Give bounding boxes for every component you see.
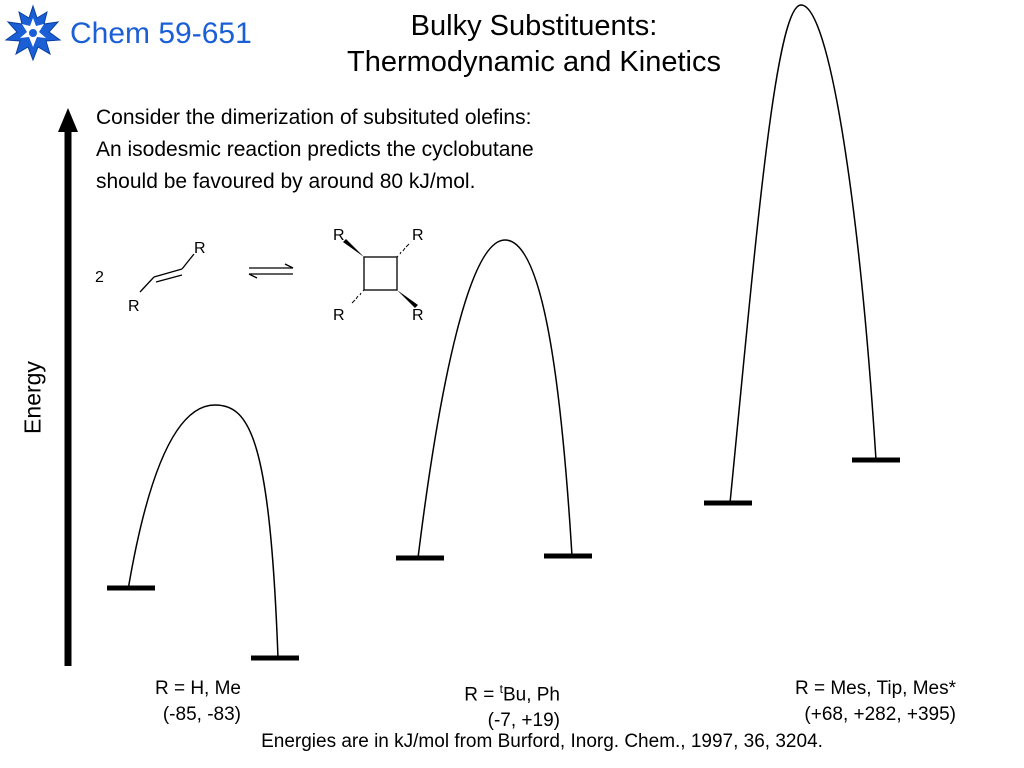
footer-note: Energies are in kJ/mol from Burford, Ino… — [261, 731, 823, 752]
transition-curve — [417, 239, 573, 559]
caption-substituents: R = tBu, Ph — [464, 682, 560, 706]
equilibrium-arrows — [248, 263, 294, 279]
caption-tbu-ph: R = tBu, Ph (-7, +19) — [464, 676, 560, 734]
cyclobutane-r-top-right: R — [412, 227, 424, 244]
profile-h-me — [107, 404, 299, 661]
title-line-1: Bulky Substituents: — [410, 10, 658, 42]
profile-tbu-ph — [396, 239, 592, 561]
caption-mes-tip: R = Mes, Tip, Mes* (+68, +282, +395) — [795, 676, 956, 728]
transition-curve — [127, 404, 279, 659]
intro-line-2: An isodesmic reaction predicts the cyclo… — [96, 138, 534, 161]
intro-line-3: should be favoured by around 80 kJ/mol. — [96, 170, 476, 193]
cyclobutane-r-bottom-left: R — [333, 307, 345, 324]
page-title: Bulky Substituents: Thermodynamic and Ki… — [300, 8, 768, 80]
title-line-2: Thermodynamic and Kinetics — [347, 46, 721, 78]
profile-mes-tip — [704, 4, 900, 506]
cyclobutane-r-top-left: R — [333, 227, 345, 244]
intro-line-1: Consider the dimerization of subsituted … — [96, 106, 532, 129]
caption-h-me: R = H, Me (-85, -83) — [155, 676, 241, 728]
transition-curve — [729, 4, 877, 504]
caption-energies: (+68, +282, +395) — [804, 704, 956, 725]
intro-text: Consider the dimerization of subsituted … — [96, 102, 534, 198]
cyclobutane-r-bottom-right: R — [412, 307, 424, 324]
olefin-structure: R R — [128, 240, 206, 315]
stoichiometric-coefficient: 2 — [95, 269, 104, 286]
caption-energies: (-85, -83) — [162, 704, 241, 725]
reaction-scheme: 2 R R — [95, 227, 424, 324]
cyclobutane-structure: R R R R — [333, 227, 424, 324]
energy-axis-arrowhead — [58, 108, 78, 132]
olefin-substituent-bottom: R — [128, 298, 140, 315]
olefin-substituent-top: R — [194, 240, 206, 257]
course-code: Chem 59-651 — [70, 17, 252, 50]
maple-leaf-icon — [4, 4, 62, 62]
caption-substituents: R = Mes, Tip, Mes* — [794, 678, 956, 699]
caption-substituents: R = H, Me — [154, 678, 241, 699]
caption-energies: (-7, +19) — [487, 710, 560, 732]
